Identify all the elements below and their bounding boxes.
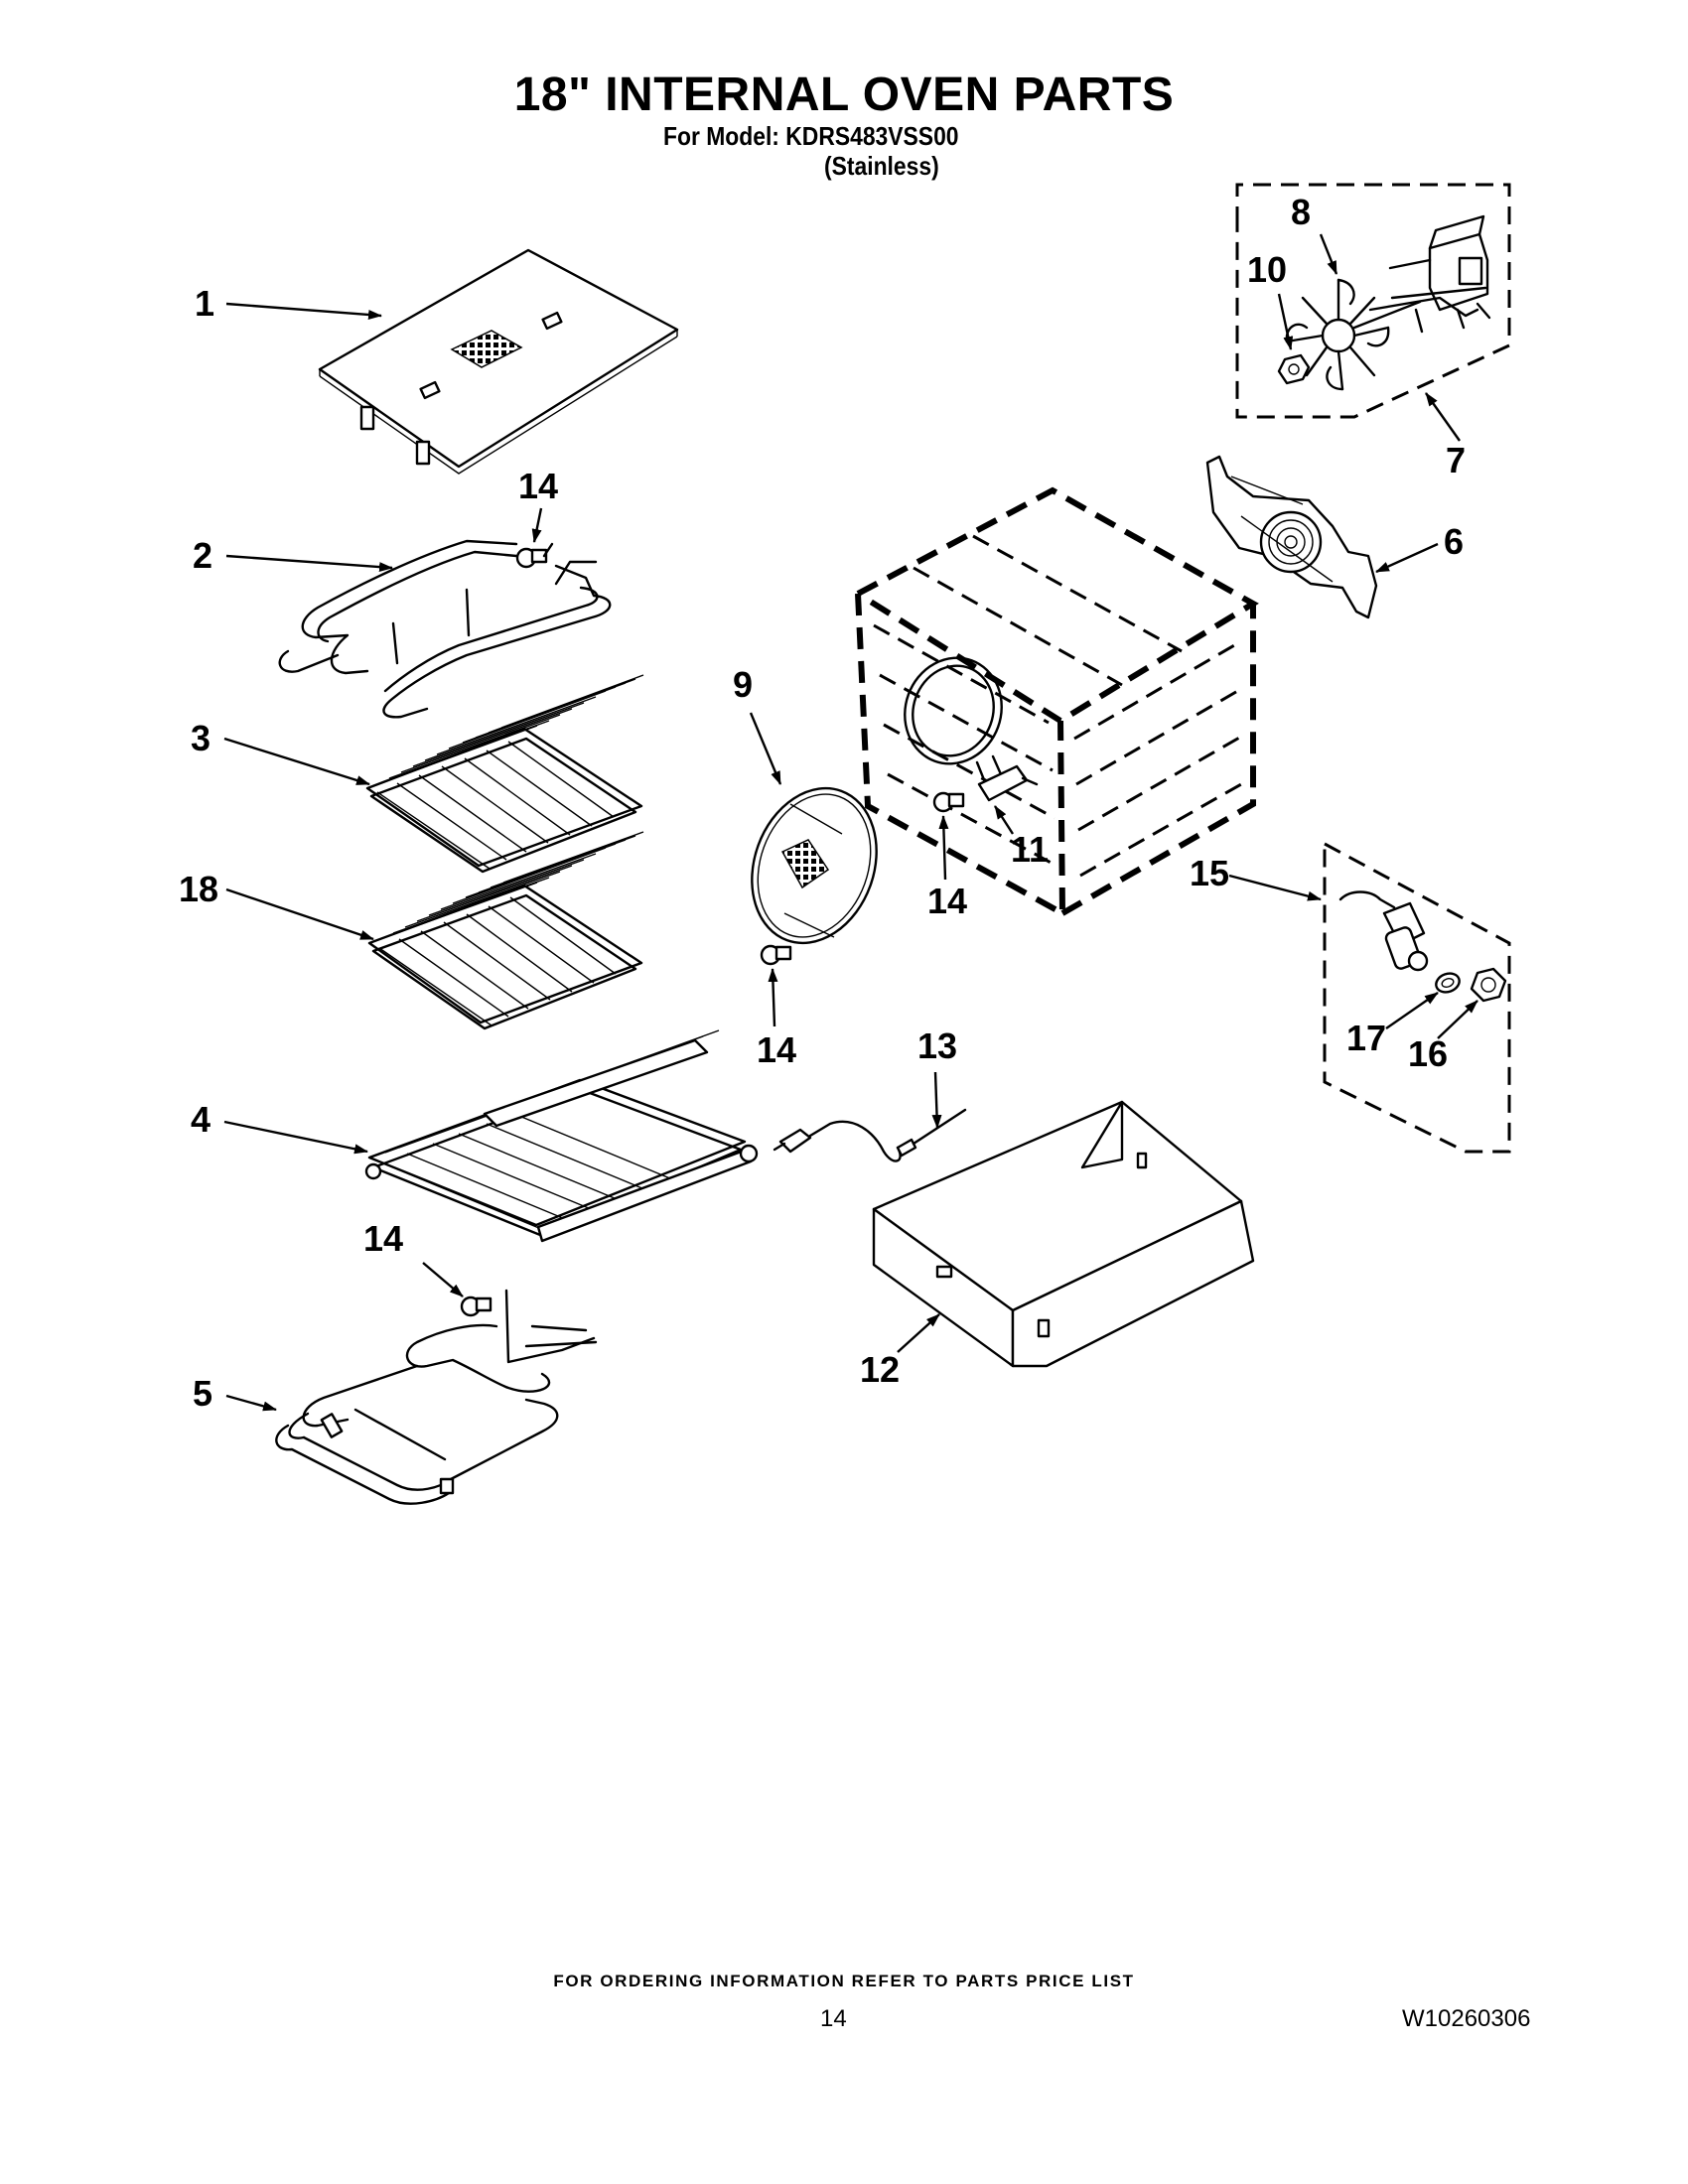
callout-6: 6 <box>1444 521 1464 562</box>
callout-14-cavity-arrow <box>938 815 949 881</box>
callout-10: 10 <box>1247 249 1287 290</box>
callout-10-arrow <box>1277 293 1294 350</box>
part-12-bottom-pan <box>872 1100 1255 1368</box>
callout-3: 3 <box>191 718 211 758</box>
light-assembly-kit-boundary <box>1323 842 1511 1154</box>
callout-14-bake-arrow <box>422 1262 464 1297</box>
ordering-note: FOR ORDERING INFORMATION REFER TO PARTS … <box>553 1972 1135 1990</box>
part-5-bake-element <box>275 1289 598 1505</box>
callout-5: 5 <box>193 1373 212 1414</box>
callout-14-bake: 14 <box>363 1218 403 1259</box>
callout-15-arrow <box>1228 874 1322 901</box>
callout-12-arrow <box>897 1313 940 1353</box>
callout-9: 9 <box>733 664 753 705</box>
callout-14-cover: 14 <box>757 1029 796 1070</box>
callout-1: 1 <box>195 283 214 324</box>
part-10-nut <box>1277 353 1311 385</box>
part-15-light-socket <box>1338 890 1429 972</box>
part-13-meat-probe <box>773 1108 967 1162</box>
callout-18: 18 <box>179 869 218 909</box>
callout-13: 13 <box>917 1025 957 1066</box>
part-11-convection-element <box>904 656 1039 802</box>
callout-16: 16 <box>1408 1033 1448 1074</box>
callout-12: 12 <box>860 1349 900 1390</box>
callout-8-arrow <box>1319 233 1338 275</box>
fan-motor-kit-boundary <box>1235 183 1511 419</box>
part-8-fan-motor <box>1352 214 1491 334</box>
callout-4-arrow <box>223 1120 368 1155</box>
callout-7: 7 <box>1446 440 1466 480</box>
callout-8: 8 <box>1291 192 1311 232</box>
oven-cavity-reference <box>855 486 1259 919</box>
part-9-convection-cover <box>751 786 878 945</box>
callout-16-arrow <box>1437 1000 1478 1039</box>
callout-3-arrow <box>223 737 370 786</box>
callout-14-cover-arrow <box>768 968 778 1027</box>
callout-6-arrow <box>1375 542 1439 574</box>
callout-15: 15 <box>1190 853 1229 893</box>
part-4-sliding-rack <box>364 1029 759 1243</box>
callout-14-top: 14 <box>518 466 558 506</box>
callout-11-arrow <box>993 805 1015 835</box>
callout-7-arrow <box>1425 392 1461 442</box>
callout-17: 17 <box>1346 1018 1386 1058</box>
callout-14-top-arrow <box>531 507 543 543</box>
callout-13-arrow <box>931 1071 942 1129</box>
part-3-oven-rack <box>365 674 644 874</box>
part-1-top-panel <box>318 248 679 475</box>
part-18-oven-rack <box>367 831 644 1030</box>
callout-2-arrow <box>225 554 393 573</box>
callout-11: 11 <box>1011 829 1049 870</box>
model-line: For Model: KDRS483VSS00 <box>663 121 959 151</box>
callout-5-arrow <box>225 1394 277 1412</box>
part-14-cover-screw <box>760 944 792 966</box>
part-2-broil-element <box>278 539 612 719</box>
callout-4: 4 <box>191 1099 211 1140</box>
callout-1-arrow <box>225 302 382 320</box>
page-number: 14 <box>820 2005 847 2032</box>
callout-18-arrow <box>225 887 374 941</box>
part-16-lens <box>1470 967 1507 1003</box>
callout-9-arrow <box>749 712 782 785</box>
part-17-gasket <box>1435 972 1461 994</box>
part-6-fan-shroud <box>1205 455 1378 619</box>
part-8-fan-blade <box>1285 278 1390 391</box>
finish-line: (Stainless) <box>824 151 939 181</box>
document-number: W10260306 <box>1402 2005 1531 2032</box>
part-14-top-screw <box>515 542 554 569</box>
part-14-bake-screw <box>460 1296 492 1317</box>
callout-17-arrow <box>1385 992 1439 1029</box>
part-14-cavity-screw <box>932 791 965 813</box>
callout-2: 2 <box>193 535 212 576</box>
callout-14-cavity: 14 <box>927 881 967 921</box>
page-title: 18" INTERNAL OVEN PARTS <box>513 68 1175 121</box>
